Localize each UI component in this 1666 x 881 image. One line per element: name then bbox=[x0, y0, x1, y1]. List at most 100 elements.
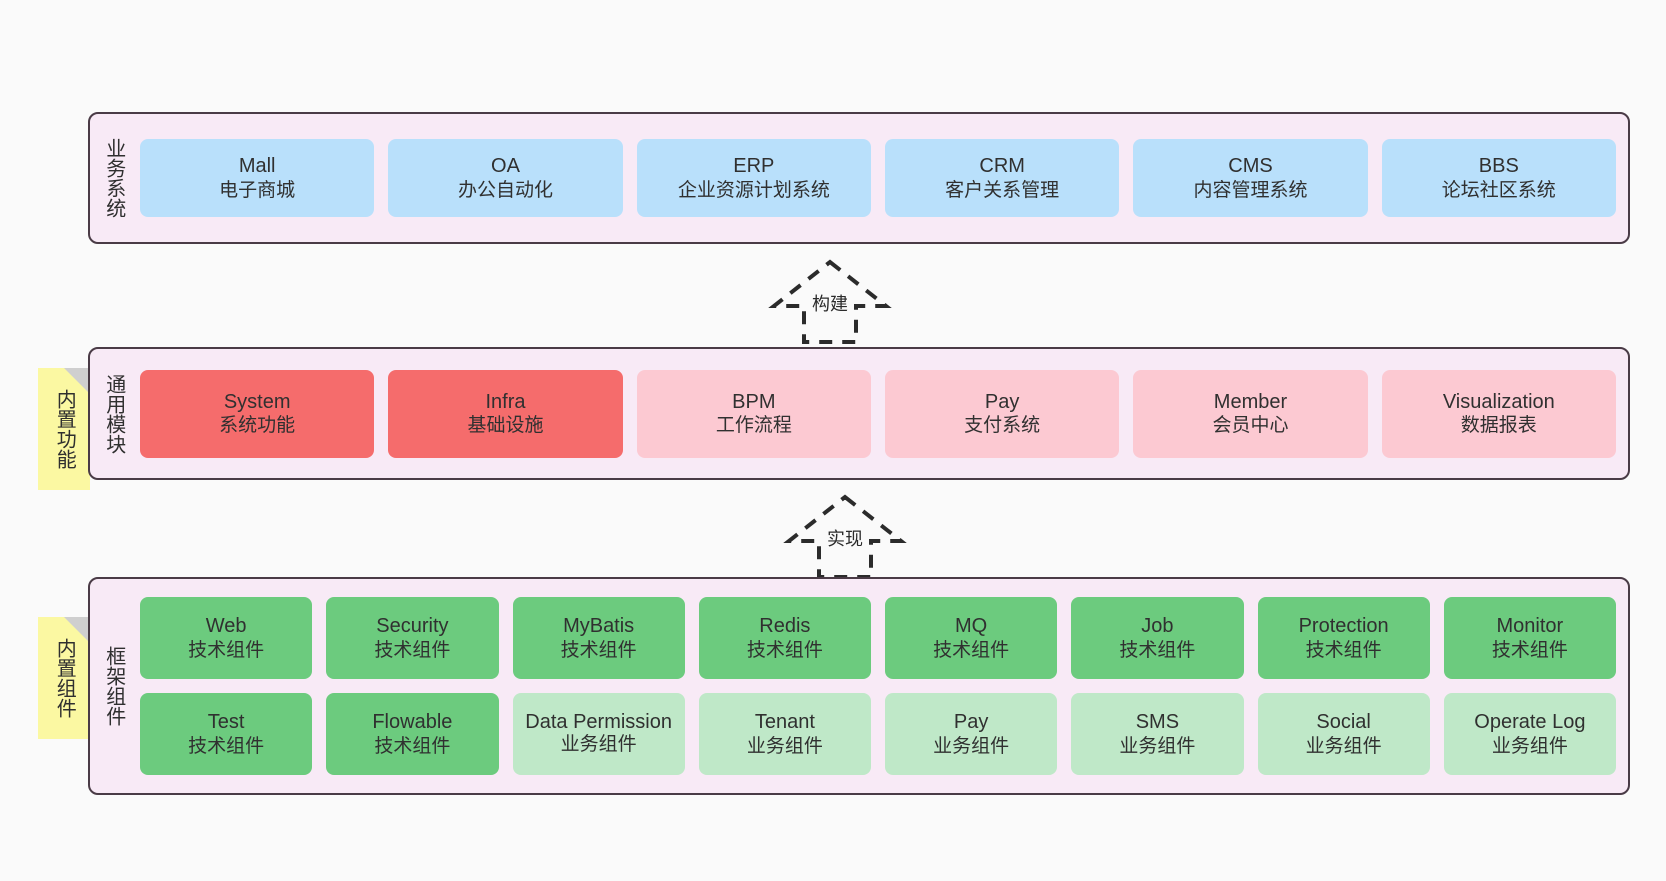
node-subtitle: 技术组件 bbox=[1305, 639, 1382, 661]
node-bpm[interactable]: BPM 工作流程 bbox=[636, 369, 871, 458]
node-cms[interactable]: CMS 内容管理系统 bbox=[1133, 139, 1368, 217]
node-subtitle: 电子商城 bbox=[219, 179, 296, 201]
node-title: Security bbox=[376, 615, 449, 638]
node-operate-log[interactable]: Operate Log 业务组件 bbox=[1443, 693, 1616, 775]
node-subtitle: 内容管理系统 bbox=[1193, 179, 1308, 201]
node-subtitle: 论坛社区系统 bbox=[1441, 179, 1556, 201]
note-builtin-function: 内置功能 bbox=[38, 368, 90, 490]
node-title: Pay bbox=[984, 390, 1020, 413]
node-subtitle: 业务组件 bbox=[933, 735, 1010, 757]
node-redis[interactable]: Redis 技术组件 bbox=[698, 597, 871, 679]
node-title: Infra bbox=[485, 390, 526, 413]
node-subtitle: 工作流程 bbox=[715, 415, 792, 437]
node-flowable[interactable]: Flowable 技术组件 bbox=[326, 693, 499, 775]
node-title: Job bbox=[1141, 615, 1174, 638]
node-title: ERP bbox=[733, 155, 775, 178]
node-pay[interactable]: Pay 支付系统 bbox=[884, 369, 1120, 458]
node-subtitle: 业务组件 bbox=[560, 733, 637, 755]
node-title: MyBatis bbox=[563, 615, 635, 638]
node-test[interactable]: Test 技术组件 bbox=[140, 693, 313, 775]
node-subtitle: 基础设施 bbox=[467, 415, 544, 437]
note-label: 内置功能 bbox=[53, 389, 76, 469]
node-subtitle: 业务组件 bbox=[1491, 735, 1568, 757]
node-row: Mall 电子商城 OA 办公自动化 ERP 企业资源计划系统 CRM 客户关系… bbox=[136, 139, 1620, 217]
layer-framework-component: 框架组件 Web 技术组件 Security 技术组件 MyBatis 技术组件… bbox=[88, 577, 1630, 795]
node-mybatis[interactable]: MyBatis 技术组件 bbox=[512, 597, 685, 679]
node-title: BPM bbox=[732, 390, 776, 413]
node-title: Social bbox=[1316, 711, 1371, 734]
node-row: Web 技术组件 Security 技术组件 MyBatis 技术组件 Redi… bbox=[136, 597, 1620, 679]
node-title: OA bbox=[491, 155, 520, 178]
node-subtitle: 业务组件 bbox=[1305, 735, 1382, 757]
note-fold-corner-icon bbox=[64, 368, 90, 394]
node-subtitle: 业务组件 bbox=[1119, 735, 1196, 757]
node-crm[interactable]: CRM 客户关系管理 bbox=[884, 139, 1120, 217]
note-label: 内置组件 bbox=[53, 638, 76, 718]
node-erp[interactable]: ERP 企业资源计划系统 bbox=[636, 139, 871, 217]
node-subtitle: 会员中心 bbox=[1212, 415, 1289, 437]
node-subtitle: 技术组件 bbox=[374, 735, 451, 757]
node-system[interactable]: System 系统功能 bbox=[140, 369, 375, 458]
node-subtitle: 技术组件 bbox=[560, 639, 637, 661]
node-title: Redis bbox=[759, 615, 811, 638]
node-title: MQ bbox=[955, 615, 988, 638]
node-title: Test bbox=[207, 711, 245, 734]
node-title: Operate Log bbox=[1474, 711, 1586, 734]
node-title: Data Permission bbox=[525, 710, 672, 733]
node-visualization[interactable]: Visualization 数据报表 bbox=[1381, 369, 1616, 458]
note-builtin-component: 内置组件 bbox=[38, 617, 90, 739]
node-social[interactable]: Social 业务组件 bbox=[1257, 693, 1430, 775]
node-title: Flowable bbox=[372, 711, 453, 734]
node-oa[interactable]: OA 办公自动化 bbox=[388, 139, 623, 217]
node-member[interactable]: Member 会员中心 bbox=[1133, 369, 1368, 458]
node-infra[interactable]: Infra 基础设施 bbox=[388, 369, 623, 458]
note-fold-corner-icon bbox=[64, 617, 90, 643]
node-row: Test 技术组件 Flowable 技术组件 Data Permission … bbox=[136, 693, 1620, 775]
layer-business-system: 业务系统 Mall 电子商城 OA 办公自动化 ERP 企业资源计划系统 CRM… bbox=[88, 112, 1630, 244]
layer-body-business: Mall 电子商城 OA 办公自动化 ERP 企业资源计划系统 CRM 客户关系… bbox=[136, 114, 1628, 242]
layer-title-business: 业务系统 bbox=[102, 138, 125, 218]
node-subtitle: 客户关系管理 bbox=[945, 179, 1060, 201]
node-row: System 系统功能 Infra 基础设施 BPM 工作流程 Pay 支付系统… bbox=[136, 369, 1620, 458]
node-security[interactable]: Security 技术组件 bbox=[326, 597, 499, 679]
node-subtitle: 支付系统 bbox=[964, 415, 1041, 437]
node-subtitle: 办公自动化 bbox=[457, 179, 553, 201]
node-subtitle: 数据报表 bbox=[1460, 415, 1537, 437]
connector-realize-label: 实现 bbox=[827, 529, 863, 549]
node-mall[interactable]: Mall 电子商城 bbox=[140, 139, 375, 217]
layer-common-module: 通用模块 System 系统功能 Infra 基础设施 BPM 工作流程 Pay… bbox=[88, 347, 1630, 480]
node-mq[interactable]: MQ 技术组件 bbox=[885, 597, 1058, 679]
layer-title-common: 通用模块 bbox=[102, 373, 125, 454]
node-web[interactable]: Web 技术组件 bbox=[140, 597, 313, 679]
node-title: Member bbox=[1213, 390, 1288, 413]
node-subtitle: 技术组件 bbox=[1119, 639, 1196, 661]
node-subtitle: 技术组件 bbox=[1491, 639, 1568, 661]
node-title: CRM bbox=[979, 155, 1025, 178]
node-data-permission[interactable]: Data Permission 业务组件 bbox=[512, 693, 685, 775]
node-tenant[interactable]: Tenant 业务组件 bbox=[698, 693, 871, 775]
node-title: Protection bbox=[1298, 615, 1389, 638]
node-subtitle: 技术组件 bbox=[188, 639, 265, 661]
connector-build-arrow-icon bbox=[760, 258, 900, 344]
layer-title-frame: 框架组件 bbox=[102, 646, 125, 726]
node-subtitle: 企业资源计划系统 bbox=[677, 179, 830, 201]
node-subtitle: 系统功能 bbox=[219, 415, 296, 437]
node-protection[interactable]: Protection 技术组件 bbox=[1257, 597, 1430, 679]
node-title: SMS bbox=[1135, 711, 1180, 734]
layer-body-frame: Web 技术组件 Security 技术组件 MyBatis 技术组件 Redi… bbox=[136, 579, 1628, 793]
node-pay-business[interactable]: Pay 业务组件 bbox=[885, 693, 1058, 775]
node-subtitle: 技术组件 bbox=[933, 639, 1010, 661]
node-sms[interactable]: SMS 业务组件 bbox=[1071, 693, 1244, 775]
node-title: Tenant bbox=[754, 711, 815, 734]
node-job[interactable]: Job 技术组件 bbox=[1071, 597, 1244, 679]
node-subtitle: 技术组件 bbox=[374, 639, 451, 661]
connector-build-label: 构建 bbox=[812, 294, 848, 314]
node-title: Visualization bbox=[1442, 390, 1555, 413]
node-title: Monitor bbox=[1496, 615, 1564, 638]
node-monitor[interactable]: Monitor 技术组件 bbox=[1443, 597, 1616, 679]
node-title: BBS bbox=[1478, 155, 1519, 178]
node-bbs[interactable]: BBS 论坛社区系统 bbox=[1381, 139, 1616, 217]
node-title: System bbox=[223, 390, 291, 413]
node-title: Pay bbox=[953, 711, 989, 734]
